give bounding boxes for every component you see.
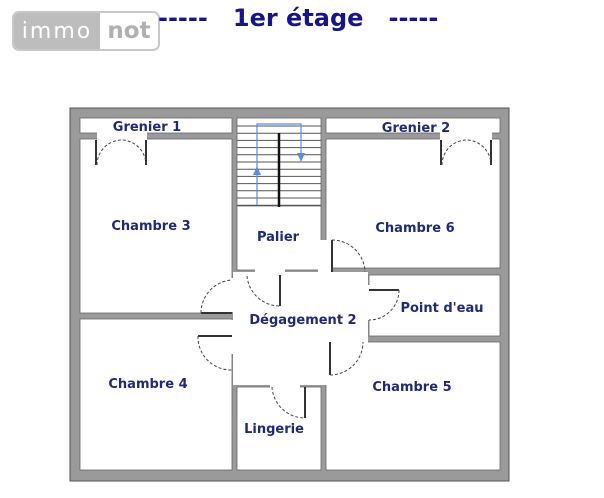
room-chambre-4 <box>79 318 233 471</box>
room-chambre-6 <box>325 138 501 269</box>
stair-up-arrow-icon <box>253 166 261 175</box>
logo-part-immo: immo <box>14 13 100 49</box>
room-lingerie <box>236 386 322 471</box>
room-grenier-1 <box>79 117 233 134</box>
floor-title: ----- 1er étage ----- <box>158 4 439 32</box>
label-chambre-5: Chambre 5 <box>372 380 451 395</box>
label-grenier-2: Grenier 2 <box>382 121 450 136</box>
stair-down-arrow-icon <box>297 153 305 162</box>
label-degagement-2: Dégagement 2 <box>249 313 356 328</box>
label-chambre-3: Chambre 3 <box>111 219 190 234</box>
label-grenier-1: Grenier 1 <box>113 120 181 135</box>
label-chambre-6: Chambre 6 <box>375 221 454 236</box>
door-leaves <box>95 140 492 418</box>
stair-direction-arrow <box>256 123 302 205</box>
logo-part-not: not <box>107 18 151 44</box>
room-point-deau <box>368 274 501 337</box>
room-chambre-3 <box>79 138 233 314</box>
label-point-deau: Point d'eau <box>400 301 483 316</box>
immonot-logo: immo not <box>12 11 160 51</box>
room-grenier-2 <box>325 117 501 134</box>
room-degagement-2 <box>233 272 368 385</box>
door-swing-arcs <box>96 139 492 419</box>
label-lingerie: Lingerie <box>244 422 304 437</box>
label-chambre-4: Chambre 4 <box>108 377 187 392</box>
room-palier <box>236 205 322 271</box>
label-palier: Palier <box>257 230 300 245</box>
